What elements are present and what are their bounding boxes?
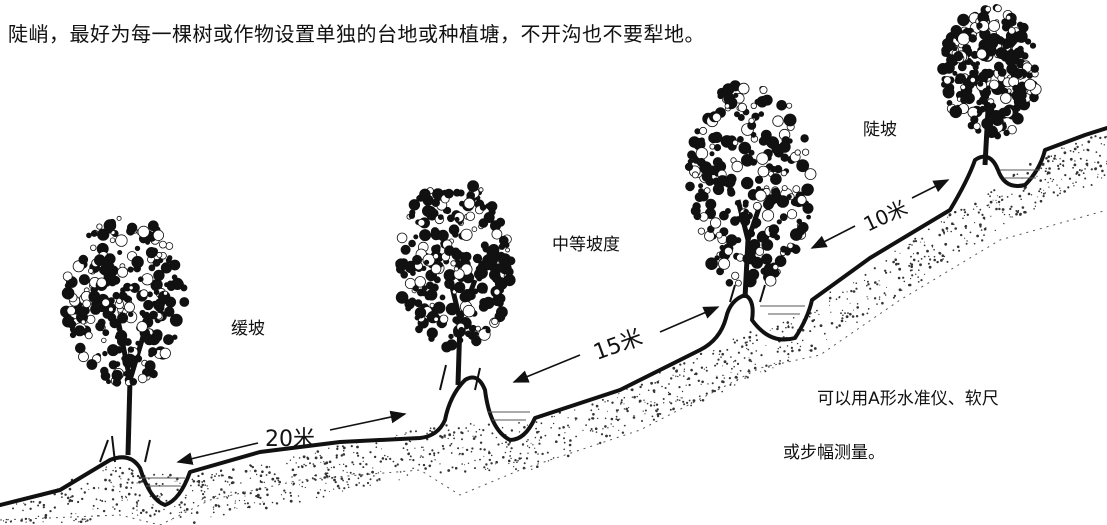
pit-water <box>140 169 1040 487</box>
ground-profile <box>0 126 1107 507</box>
distance-arrow-gentle <box>176 410 407 465</box>
distance-label-medium: 15米 <box>590 325 646 366</box>
slope-label-gentle: 缓坡 <box>231 319 265 339</box>
tree-steep <box>684 80 817 303</box>
tree-gentle <box>60 215 190 463</box>
soil-lower-edge <box>0 209 1107 525</box>
distance-label-gentle: 20米 <box>265 427 315 452</box>
caption-text: 陡峭，最好为每一棵树或作物设置单独的台地或种植塘，不开沟也不要犁地。 <box>8 22 705 46</box>
distance-arrow-medium <box>512 306 720 383</box>
distance-arrow-steep <box>810 179 950 249</box>
measurement-note-line2: 或步幅测量。 <box>783 443 885 463</box>
distance-label-steep: 10米 <box>860 195 911 236</box>
tree-medium <box>395 180 516 391</box>
soil-stipple <box>2 135 1107 524</box>
slope-label-medium: 中等坡度 <box>552 235 620 255</box>
tree-top <box>937 3 1042 166</box>
slope-label-steep: 陡坡 <box>863 120 897 140</box>
measurement-note-line1: 可以用A形水准仪、软尺 <box>817 389 999 409</box>
